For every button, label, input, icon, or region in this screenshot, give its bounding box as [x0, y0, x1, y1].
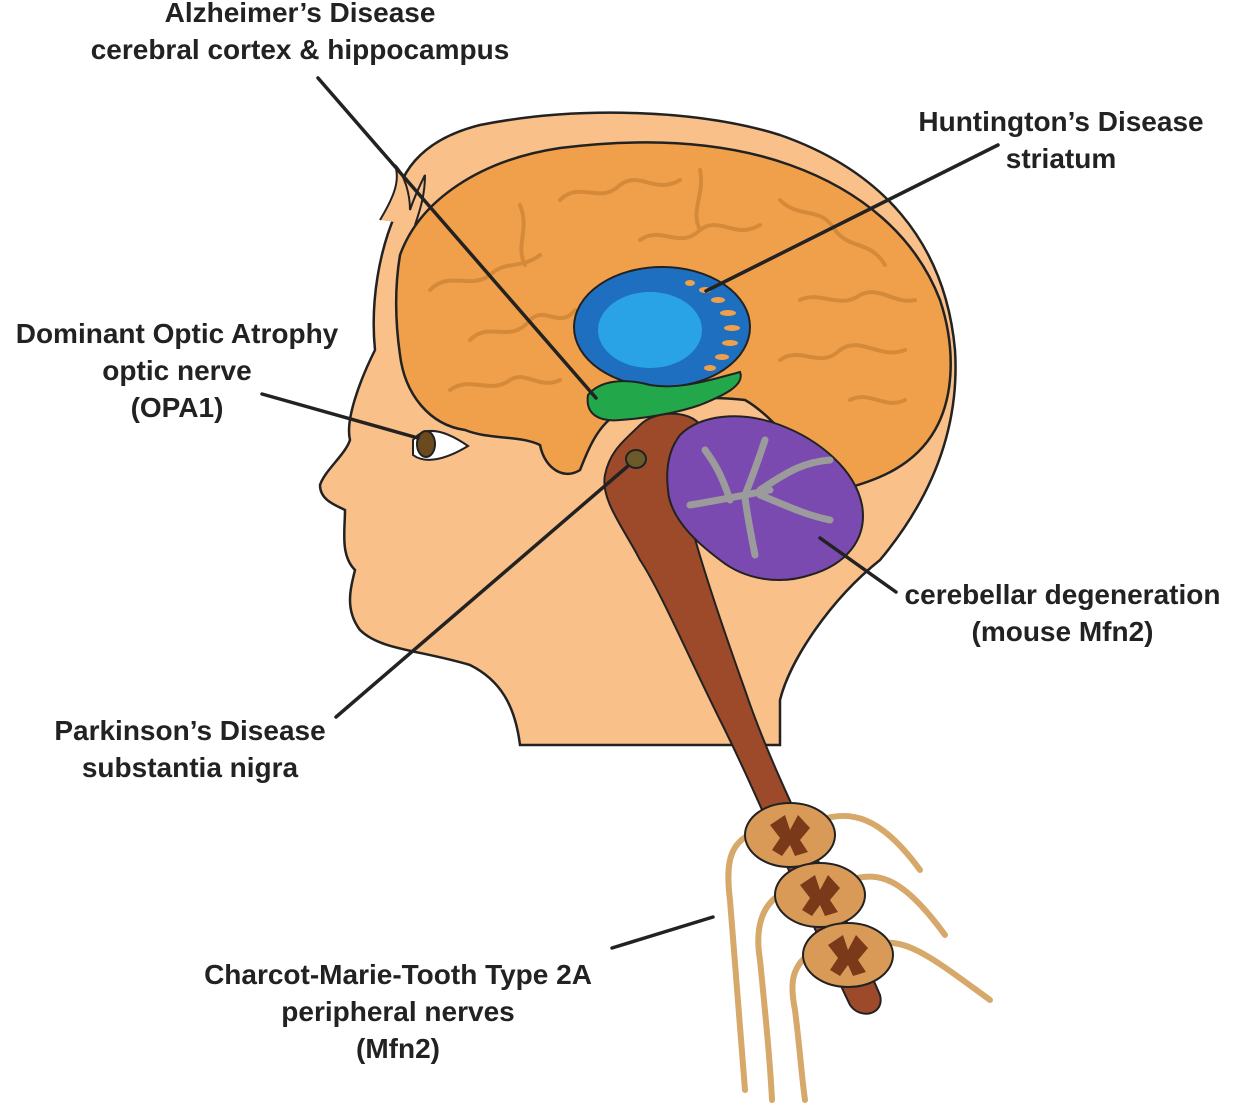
- substantia-nigra-marker: [625, 449, 647, 469]
- cerebral-gyri: [428, 168, 917, 405]
- label-parkinsons-title: Parkinson’s Disease: [54, 715, 326, 746]
- hippocampus: [586, 370, 742, 422]
- spinal-segments: [744, 802, 894, 988]
- label-optic-atrophy-title: Dominant Optic Atrophy: [15, 318, 339, 349]
- label-cerebellar-model: (mouse Mfn2): [971, 616, 1154, 647]
- leader-lines: [260, 76, 1000, 950]
- label-cerebellar-title: cerebellar degeneration: [904, 579, 1221, 610]
- eye-pupil: [416, 430, 436, 458]
- leader-huntingtons: [704, 143, 1000, 293]
- label-huntingtons-region: striatum: [1005, 143, 1117, 174]
- label-optic-atrophy: Dominant Optic Atrophy optic nerve (OPA1…: [0, 315, 354, 426]
- label-alzheimers-title: Alzheimer’s Disease: [164, 0, 436, 28]
- leader-optic-atrophy: [260, 392, 420, 440]
- leader-parkinsons: [334, 464, 630, 719]
- label-cerebellar: cerebellar degeneration (mouse Mfn2): [885, 576, 1240, 650]
- leader-cerebellar: [818, 536, 898, 594]
- label-cmt-region: peripheral nerves: [281, 996, 515, 1027]
- label-cmt-title: Charcot-Marie-Tooth Type 2A: [204, 959, 592, 990]
- label-huntingtons-title: Huntington’s Disease: [918, 106, 1204, 137]
- label-cmt: Charcot-Marie-Tooth Type 2A peripheral n…: [175, 956, 621, 1067]
- label-parkinsons-region: substantia nigra: [81, 752, 299, 783]
- label-huntingtons: Huntington’s Disease striatum: [890, 103, 1232, 177]
- hair-tuft: [379, 164, 426, 226]
- label-optic-atrophy-region: optic nerve: [102, 355, 252, 386]
- cerebellum-arbor-vitae: [686, 436, 834, 559]
- label-alzheimers-region: cerebral cortex & hippocampus: [90, 34, 510, 65]
- label-cmt-gene: (Mfn2): [356, 1033, 440, 1064]
- leader-cmt: [610, 915, 715, 950]
- leader-alzheimers: [316, 76, 598, 400]
- label-alzheimers: Alzheimer’s Disease cerebral cortex & hi…: [60, 0, 540, 68]
- label-parkinsons: Parkinson’s Disease substantia nigra: [30, 712, 350, 786]
- striatum-inner: [598, 292, 702, 368]
- label-optic-atrophy-gene: (OPA1): [130, 392, 224, 423]
